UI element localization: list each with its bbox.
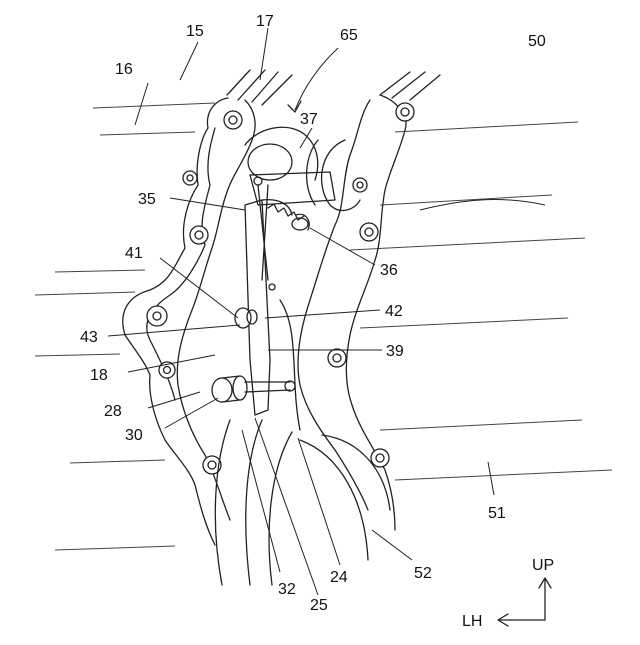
label-43: 43 [80,329,98,346]
label-42: 42 [385,303,403,320]
lever-bracket [212,127,335,415]
assembly-arrow-65 [288,48,338,112]
label-30: 30 [125,427,143,444]
label-15: 15 [186,23,204,40]
label-52: 52 [414,565,432,582]
rotor-discs [215,300,390,585]
direction-indicator: UP LH [462,557,554,630]
label-25: 25 [310,597,328,614]
label-35: 35 [138,191,156,208]
background-lines [35,103,612,550]
label-24: 24 [330,569,348,586]
direction-up-label: UP [532,557,554,574]
left-chain-plate [123,70,292,545]
label-18: 18 [90,367,108,384]
label-17: 17 [256,13,274,30]
right-chain-plate [298,72,440,530]
label-36: 36 [380,262,398,279]
label-28: 28 [104,403,122,420]
leader-lines [108,28,545,595]
label-16: 16 [115,61,133,78]
direction-lh-label: LH [462,613,482,630]
label-39: 39 [386,343,404,360]
label-37: 37 [300,111,318,128]
label-32: 32 [278,581,296,598]
label-51: 51 [488,505,506,522]
label-65: 65 [340,27,358,44]
label-41: 41 [125,245,143,262]
label-50: 50 [528,33,546,50]
